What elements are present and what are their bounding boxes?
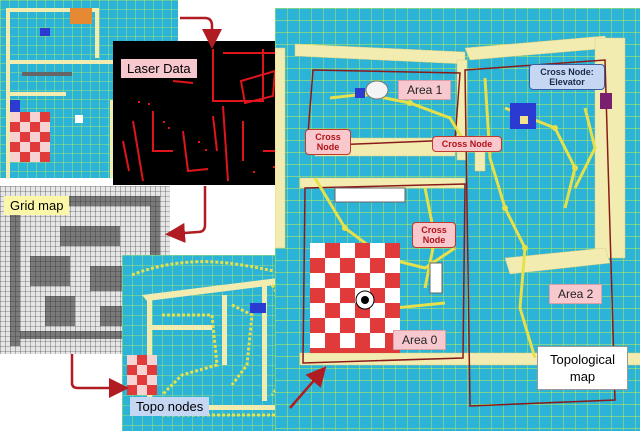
area-2-label: Area 2 — [549, 284, 603, 304]
topological-map-panel: Cross Node: Elevator Cross Node Cross No… — [275, 8, 640, 431]
cross-node-lower-callout: Cross Node — [412, 222, 456, 248]
topo-nodes-label: Topo nodes — [130, 397, 210, 416]
cross-node-left-callout: Cross Node — [305, 129, 351, 155]
arrow-laser-to-grid — [165, 186, 207, 243]
grid-map-label: Grid map — [4, 196, 70, 215]
cross-node-elevator-callout: Cross Node: Elevator — [529, 64, 605, 90]
topological-map-label: Topological map — [537, 346, 629, 390]
cross-node-center-callout: Cross Node — [432, 136, 502, 152]
arrow-grid-to-topo — [70, 354, 129, 398]
area-1-label: Area 1 — [398, 80, 452, 100]
laser-data-label: Laser Data — [121, 59, 197, 78]
area-0-label: Area 0 — [393, 330, 447, 350]
laser-data-panel: Laser Data — [113, 41, 299, 185]
